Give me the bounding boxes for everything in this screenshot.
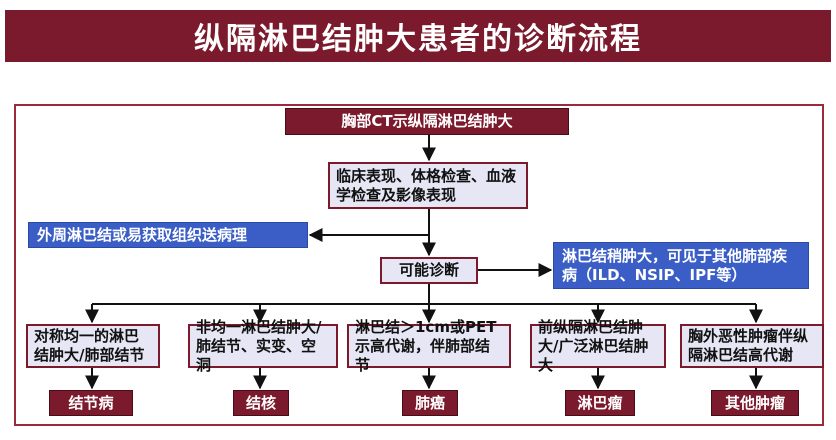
page-title: 纵隔淋巴结肿大患者的诊断流程 xyxy=(194,22,642,57)
possible-diagnosis-text: 可能诊断 xyxy=(398,261,459,279)
finding-text-5: 胸外恶性肿瘤伴纵隔淋巴结高代谢 xyxy=(688,327,809,364)
finding-box-3: 淋巴结＞1cm或PET示高代谢，伴肺部结节 xyxy=(347,318,511,374)
finding-text-1: 对称均一的淋巴结肿大/肺部结节 xyxy=(34,327,145,364)
diagnosis-text-4: 淋巴瘤 xyxy=(577,393,623,412)
finding-text-2: 非均一淋巴结肿大/肺结节、实变、空洞 xyxy=(196,317,322,374)
finding-box-4: 前纵隔淋巴结肿大/广泛淋巴结肿大 xyxy=(530,318,666,374)
diagnosis-text-1: 结节病 xyxy=(68,393,114,412)
start-node: 胸部CT示纵隔淋巴结肿大 xyxy=(285,108,569,135)
diagnosis-box-2: 结核 xyxy=(233,390,289,416)
start-node-text: 胸部CT示纵隔淋巴结肿大 xyxy=(341,112,513,130)
diagnosis-box-3: 肺癌 xyxy=(402,390,458,416)
diagnosis-box-4: 淋巴瘤 xyxy=(565,390,635,416)
diagnosis-text-3: 肺癌 xyxy=(414,393,445,412)
other-lung-disease-node: 淋巴结稍肿大，可见于其他肺部疾病（ILD、NSIP、IPF等） xyxy=(553,242,809,289)
diagnosis-box-5: 其他肿瘤 xyxy=(711,390,799,416)
title-bar: 纵隔淋巴结肿大患者的诊断流程 xyxy=(5,10,831,62)
possible-diagnosis-node: 可能诊断 xyxy=(380,257,478,284)
biopsy-node: 外周淋巴结或易获取组织送病理 xyxy=(28,222,308,248)
finding-text-4: 前纵隔淋巴结肿大/广泛淋巴结肿大 xyxy=(538,317,649,374)
biopsy-node-text: 外周淋巴结或易获取组织送病理 xyxy=(37,225,248,244)
other-lung-disease-text: 淋巴结稍肿大，可见于其他肺部疾病（ILD、NSIP、IPF等） xyxy=(562,246,788,284)
exam-node-text: 临床表现、体格检查、血液学检查及影像表现 xyxy=(336,166,517,204)
diagnosis-text-5: 其他肿瘤 xyxy=(724,393,785,412)
exam-node: 临床表现、体格检查、血液学检查及影像表现 xyxy=(328,162,528,209)
finding-box-5: 胸外恶性肿瘤伴纵隔淋巴结高代谢 xyxy=(680,324,824,368)
finding-box-1: 对称均一的淋巴结肿大/肺部结节 xyxy=(26,324,160,368)
diagnosis-box-1: 结节病 xyxy=(49,390,133,416)
finding-box-2: 非均一淋巴结肿大/肺结节、实变、空洞 xyxy=(188,318,338,374)
diagnosis-text-2: 结核 xyxy=(245,393,276,412)
finding-text-3: 淋巴结＞1cm或PET示高代谢，伴肺部结节 xyxy=(355,317,497,374)
